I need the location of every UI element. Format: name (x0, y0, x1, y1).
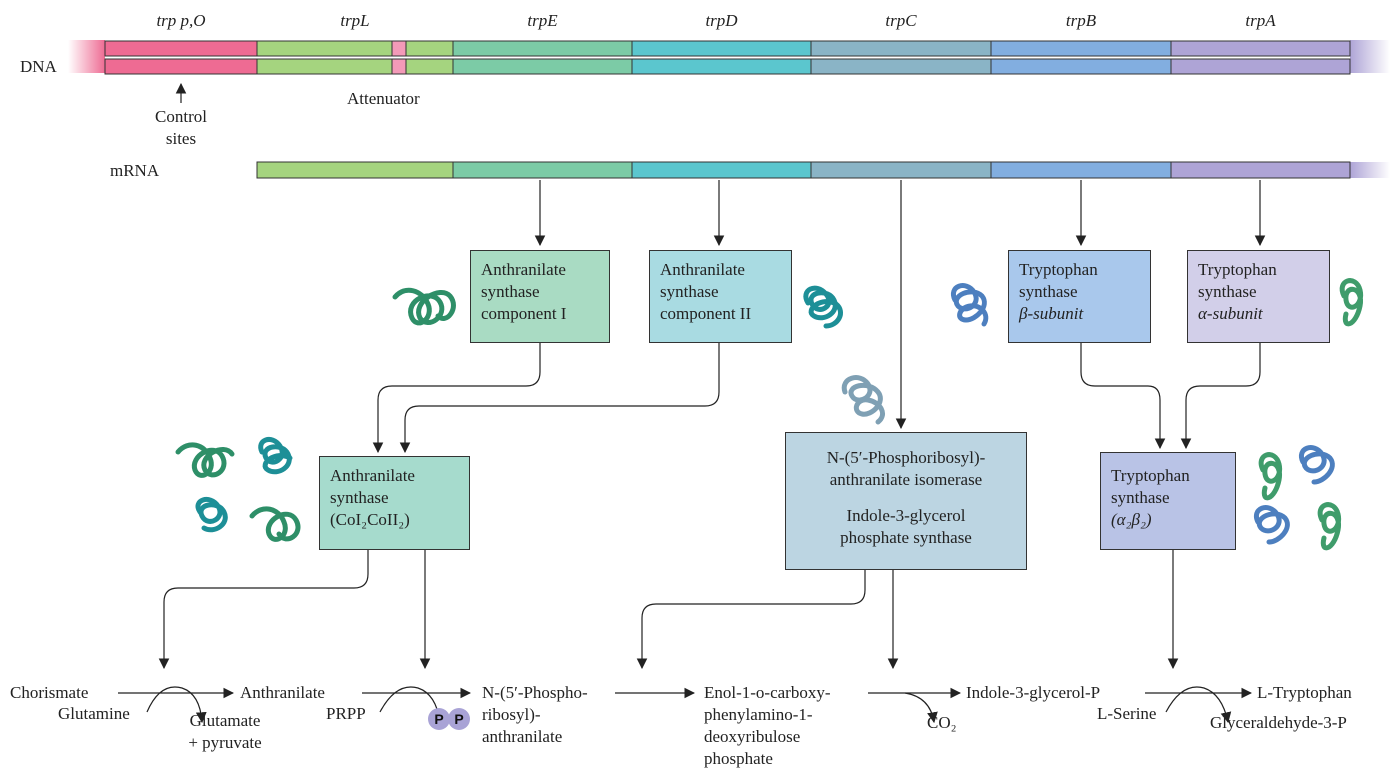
anthranilate-synthase-component-i-box: Anthranilate synthase component I (470, 250, 610, 343)
anthranilate-synthase-complex-box: Anthranilate synthase (CoI₂CoII₂) (319, 456, 470, 550)
anthranilate-synthase-component-ii-box: Anthranilate synthase component II (649, 250, 792, 343)
mrna-label: mRNA (110, 161, 160, 180)
tryptophan-synthase-structures (1253, 445, 1342, 551)
protein-structures (175, 278, 1364, 551)
co2-label: CO₂ (927, 713, 957, 732)
serine-label: L-Serine (1097, 704, 1157, 723)
component-ii-structure (803, 285, 843, 329)
mrna-strand (256, 161, 1390, 179)
glutamate-pyruvate-label: Glutamate + pyruvate (188, 711, 262, 752)
anthranilate-synthase-structures (175, 436, 301, 542)
gene-label-trpe: trpE (527, 11, 558, 30)
chorismate-label: Chorismate (10, 683, 89, 702)
gene-label-trpl: trpL (340, 11, 370, 30)
attenuator-label: Attenuator (347, 89, 420, 108)
control-sites-label: Control sites (155, 107, 207, 148)
tryptophan-synthase-alpha-subunit-box: Tryptophan synthase α-subunit (1187, 250, 1330, 343)
assembly-arrows (372, 343, 1261, 454)
translation-arrows (534, 180, 1266, 430)
phosphate-icon: P (448, 708, 470, 730)
tryptophan-label: L-Tryptophan (1257, 683, 1352, 702)
gene-label-trppo: trp p,O (156, 11, 206, 30)
gene-label-trpb: trpB (1065, 11, 1097, 30)
pathway-arrows (118, 686, 1253, 724)
beta-subunit-structure (950, 283, 989, 327)
glutamine-label: Glutamine (58, 704, 130, 723)
tryptophan-synthase-complex-box: Tryptophan synthase (α₂β₂) (1100, 452, 1236, 550)
glyceraldehyde-3-p-label: Glyceraldehyde-3-P (1210, 713, 1347, 732)
gene-label-trpa: trpA (1245, 11, 1276, 30)
indole-3-glycerol-p-label: Indole-3-glycerol-P (966, 683, 1101, 702)
operon-diagram-art (68, 40, 1390, 724)
trpc-structure (841, 375, 885, 425)
component-i-structure (392, 287, 456, 326)
phosphate-icon: P (428, 708, 450, 730)
prpp-label: PRPP (326, 704, 366, 723)
dna-label: DNA (20, 57, 57, 76)
gene-label-trpc: trpC (885, 11, 917, 30)
anthranilate-label: Anthranilate (240, 683, 325, 702)
gene-label-trpd: trpD (705, 11, 738, 30)
alpha-subunit-structure (1339, 278, 1364, 327)
enol-phosphate-label: Enol-1-o-carboxy- phenylamino-1- deoxyri… (704, 683, 831, 768)
tryptophan-synthase-beta-subunit-box: Tryptophan synthase β-subunit (1008, 250, 1151, 343)
phosphoribosyl-anthranilate-label: N-(5′-Phospho- ribosyl)- anthranilate (482, 683, 588, 746)
isomerase-synthase-box: N-(5′-Phosphoribosyl)- anthranilate isom… (785, 432, 1027, 570)
catalysis-arrows (158, 550, 1179, 670)
dna-strands (68, 40, 1390, 103)
